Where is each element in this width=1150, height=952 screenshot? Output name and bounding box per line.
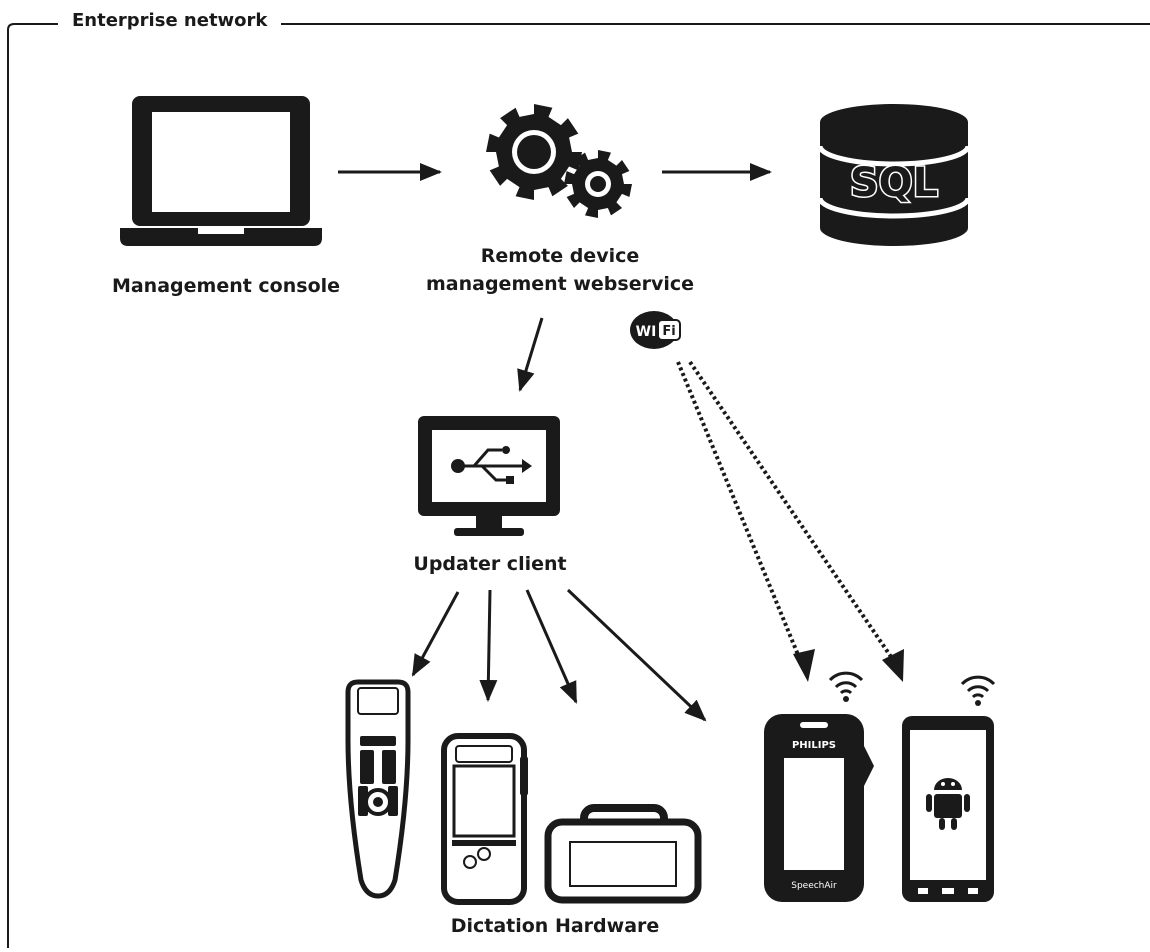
speechair-model: SpeechAir [791, 881, 837, 891]
usb-monitor-icon [418, 416, 560, 536]
wifi-signal-icon [828, 671, 864, 702]
wifi-badge: WI Fi [630, 311, 681, 349]
gears-icon [486, 104, 632, 218]
speechair-brand: PHILIPS [792, 740, 836, 751]
pocket-memo-icon [441, 733, 528, 905]
network-title: Enterprise network [58, 10, 282, 31]
svg-text:Fi: Fi [662, 324, 675, 339]
wifi-links [676, 360, 904, 682]
console-label: Management console [111, 275, 341, 297]
svg-text:WI: WI [636, 324, 657, 340]
network-boundary [7, 23, 1150, 948]
webservice-label-line2: management webservice [425, 273, 694, 295]
updater-label: Updater client [413, 553, 567, 575]
foot-control-icon [544, 804, 702, 904]
updater-arrows [411, 588, 707, 722]
database-icon: SQL [817, 104, 971, 246]
laptop-icon [120, 96, 322, 246]
speechmike-icon [345, 679, 411, 899]
hardware-label: Dictation Hardware [450, 915, 660, 937]
speechair-icon: PHILIPS SpeechAir [764, 714, 874, 902]
wifi-signal-icon [960, 675, 996, 706]
webservice-label-line1: Remote device [480, 245, 640, 267]
arrow-webservice-to-updater [517, 317, 544, 392]
sql-text: SQL [850, 160, 938, 206]
android-phone-icon [902, 716, 994, 902]
